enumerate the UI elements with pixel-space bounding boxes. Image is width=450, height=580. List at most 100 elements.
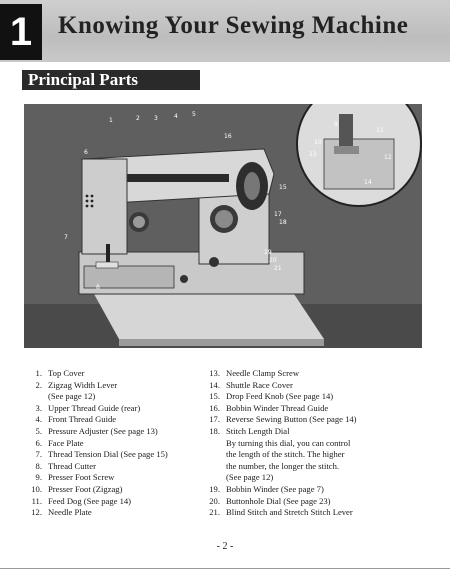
parts-list-item: the number, the longer the stitch. — [202, 461, 442, 473]
callout-5: 5 — [192, 111, 196, 118]
parts-list-item: 21. Blind Stitch and Stretch Stitch Lever — [202, 507, 442, 519]
parts-list-item-number: 16. — [209, 402, 220, 413]
parts-list-item: 9. Presser Foot Screw — [24, 472, 204, 484]
callout-19: 19 — [264, 249, 272, 256]
callout-18: 18 — [279, 219, 287, 226]
parts-list-item-number: 4. — [35, 414, 42, 425]
parts-list-item: 16. Bobbin Winder Thread Guide — [202, 403, 442, 415]
parts-list-item: 2. Zigzag Width Lever — [24, 380, 204, 392]
parts-list-item-number: 12. — [31, 507, 42, 518]
callout-17: 17 — [274, 211, 282, 218]
parts-list-item: 11. Feed Dog (See page 14) — [24, 496, 204, 508]
parts-list-item-number — [202, 472, 220, 484]
parts-list-item-number: 19. — [209, 483, 220, 494]
parts-list-item-label: Stitch Length Dial — [226, 425, 290, 436]
parts-list-item: 12. Needle Plate — [24, 507, 204, 519]
parts-list-item: 14.Shuttle Race Cover — [202, 380, 442, 392]
parts-list-item-label: Needle Plate — [48, 507, 92, 518]
parts-list-item: 20. Buttonhole Dial (See page 23) — [202, 496, 442, 508]
parts-list-item-label: Bobbin Winder (See page 7) — [226, 483, 324, 494]
parts-list-item: 10. Presser Foot (Zigzag) — [24, 484, 204, 496]
parts-list-item: 4. Front Thread Guide — [24, 414, 204, 426]
parts-list-item-label: (See page 12) — [48, 391, 96, 402]
chapter-title: Knowing Your Sewing Machine — [58, 12, 409, 39]
parts-list-item-number: 9. — [35, 472, 42, 483]
parts-list-item-number: 20. — [209, 495, 220, 506]
parts-list-item: 8.Thread Cutter — [24, 461, 204, 473]
parts-list-item-number: 15. — [209, 391, 220, 402]
parts-list-item: 6.Face Plate — [24, 438, 204, 450]
parts-list-item-number: 14. — [209, 379, 220, 390]
parts-list-item-number: 5. — [35, 425, 42, 436]
parts-list-item-number — [24, 391, 42, 403]
parts-list-item-label: Thread Cutter — [48, 460, 96, 471]
parts-list-item: 15. Drop Feed Knob (See page 14) — [202, 391, 442, 403]
header-band — [0, 0, 450, 62]
callout-12: 12 — [384, 154, 392, 161]
callout-8: 8 — [96, 284, 100, 291]
callout-14: 14 — [364, 179, 372, 186]
parts-list-item-number: 10. — [31, 483, 42, 494]
callout-4: 4 — [174, 113, 178, 120]
parts-list-item-label: Upper Thread Guide (rear) — [48, 402, 141, 413]
footer-rule — [0, 568, 450, 569]
parts-list-left: 1. Top Cover 2. Zigzag Width Lever(See page… — [24, 368, 204, 519]
callout-15: 15 — [279, 184, 287, 191]
parts-list-item-label: Zigzag Width Lever — [48, 379, 118, 390]
callout-6: 6 — [84, 149, 88, 156]
parts-list-item-label: Presser Foot Screw — [48, 472, 115, 483]
parts-list-item: 19. Bobbin Winder (See page 7) — [202, 484, 442, 496]
parts-list-item-label: Blind Stitch and Stretch Stitch Lever — [226, 507, 353, 518]
parts-list-item-label: Face Plate — [48, 437, 84, 448]
parts-list-item: 18. Stitch Length Dial — [202, 426, 442, 438]
parts-list-item: (See page 12) — [24, 391, 204, 403]
parts-list-item-label: By turning this dial, you can control — [226, 437, 351, 448]
parts-list-item-label: Needle Clamp Screw — [226, 368, 300, 378]
callout-1: 1 — [109, 117, 113, 124]
parts-list-item: 5. Pressure Adjuster (See page 13) — [24, 426, 204, 438]
callout-16: 16 — [224, 133, 232, 140]
callout-10: 10 — [314, 139, 322, 146]
callout-2: 2 — [136, 115, 140, 122]
parts-list-item-number: 3. — [35, 402, 42, 413]
parts-list-item-number — [202, 449, 220, 461]
parts-list-item: 1. Top Cover — [24, 368, 204, 380]
parts-list-item-label: the number, the longer the stitch. — [226, 460, 340, 471]
callout-11: 11 — [376, 127, 384, 134]
parts-list-item-label: Reverse Sewing Button (See page 14) — [226, 414, 357, 425]
parts-list-item: 7.Thread Tension Dial (See page 15) — [24, 449, 204, 461]
parts-list-item: 17. Reverse Sewing Button (See page 14) — [202, 414, 442, 426]
parts-list-item-number — [202, 461, 220, 473]
parts-list-right: 13. Needle Clamp Screw 14.Shuttle Race Cov… — [202, 368, 442, 519]
parts-list-item-number: 17. — [209, 414, 220, 425]
parts-list-item: By turning this dial, you can control — [202, 438, 442, 450]
parts-list-item-number: 11. — [31, 495, 42, 506]
parts-list-item: (See page 12) — [202, 472, 442, 484]
parts-list-item-label: Top Cover — [48, 368, 85, 378]
parts-list-item-label: Front Thread Guide — [48, 414, 117, 425]
parts-list-item-number — [202, 438, 220, 450]
parts-list-item-number: 18. — [209, 425, 220, 436]
callout-20: 20 — [269, 257, 277, 264]
chapter-number: 1 — [0, 4, 42, 60]
parts-list-item-label: the length of the stitch. The higher — [226, 449, 345, 460]
parts-list-item-label: Bobbin Winder Thread Guide — [226, 402, 329, 413]
parts-list-item-label: Presser Foot (Zigzag) — [48, 483, 123, 494]
parts-list-item: 13. Needle Clamp Screw — [202, 368, 442, 380]
parts-list-item-number: 2. — [35, 379, 42, 390]
parts-list-item-number: 21. — [209, 507, 220, 518]
parts-list-item-label: Thread Tension Dial (See page 15) — [48, 449, 168, 460]
page-number: - 2 - — [216, 541, 234, 552]
parts-list-item-number: 1. — [35, 368, 42, 378]
section-title: Principal Parts — [22, 70, 200, 90]
parts-list-item: the length of the stitch. The higher — [202, 449, 442, 461]
callout-7: 7 — [64, 234, 68, 241]
callout-3: 3 — [154, 115, 158, 122]
parts-list-item-number: 13. — [209, 368, 220, 378]
parts-list-item-label: Pressure Adjuster (See page 13) — [48, 425, 158, 436]
parts-list-item-label: Drop Feed Knob (See page 14) — [226, 391, 334, 402]
parts-list-item-label: (See page 12) — [226, 472, 274, 483]
parts-list-item-label: Buttonhole Dial (See page 23) — [226, 495, 331, 506]
callout-13: 13 — [309, 151, 317, 158]
parts-list-item-label: Feed Dog (See page 14) — [48, 495, 132, 506]
